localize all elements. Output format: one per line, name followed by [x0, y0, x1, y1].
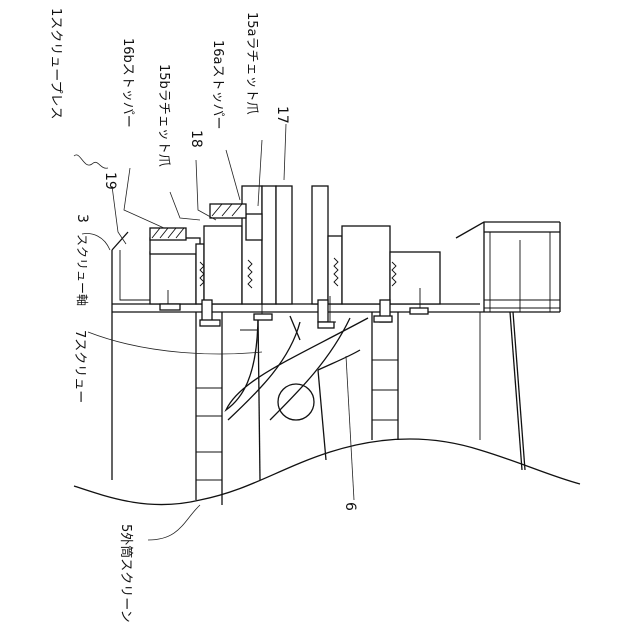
break-line [74, 439, 580, 505]
upper-assembly [150, 186, 440, 328]
label-part-18: 18 [188, 130, 204, 148]
shaft-hole [278, 384, 314, 420]
label-screw: 7スクリュー [72, 330, 87, 403]
label-ratchet-b: 15bラチェット爪 [156, 64, 171, 167]
label-screw-press: 1スクリュープレス [48, 8, 63, 120]
label-stopper-a: 16aストッパー [210, 40, 225, 130]
label-part-17: 17 [274, 106, 290, 124]
label-ratchet-a: 15aラチェット爪 [244, 12, 259, 115]
label-outer-screen: 5外筒スクリーン [118, 524, 134, 623]
label-screw-shaft: スクリュー軸 [75, 234, 89, 306]
screw-flight [226, 314, 368, 480]
screen-body [196, 312, 525, 505]
label-part-6: 6 [342, 502, 358, 511]
label-part-19: 19 [102, 172, 118, 190]
label-part-3: 3 [74, 214, 90, 223]
label-stopper-b: 16bストッパー [120, 38, 135, 128]
